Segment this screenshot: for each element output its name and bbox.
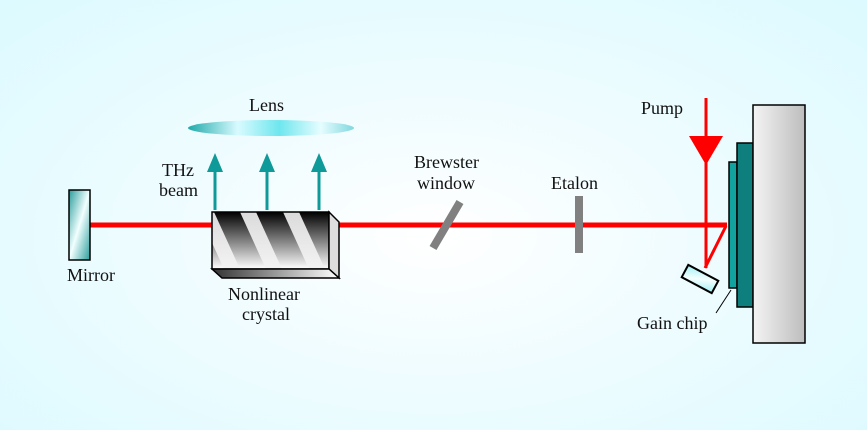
thz-label-line2: beam bbox=[159, 180, 198, 200]
mirror-label: Mirror bbox=[67, 265, 115, 285]
gain-chip-leader bbox=[715, 289, 732, 314]
thz-beam-arrows bbox=[207, 153, 327, 210]
thz-arrowhead-3-icon bbox=[311, 153, 327, 172]
thz-label-line1: THz bbox=[162, 160, 194, 180]
lens-label: Lens bbox=[249, 95, 284, 115]
brewster-label-line1: Brewster bbox=[414, 152, 479, 172]
mirror bbox=[68, 189, 91, 261]
pump-label: Pump bbox=[641, 98, 684, 118]
thz-arrowhead-1-icon bbox=[207, 153, 223, 172]
brewster-window bbox=[429, 199, 464, 251]
etalon-label: Etalon bbox=[551, 173, 598, 193]
lens bbox=[188, 120, 354, 136]
reflected-beam bbox=[703, 225, 728, 269]
gain-chip-label: Gain chip bbox=[637, 313, 708, 333]
thz-arrowhead-2-icon bbox=[259, 153, 275, 172]
mount bbox=[752, 104, 806, 344]
output-coupler-plate bbox=[680, 263, 720, 295]
crystal-label-line1: Nonlinear bbox=[228, 284, 300, 304]
pump-arrow-icon bbox=[689, 136, 723, 165]
etalon bbox=[575, 196, 583, 253]
gain-chip bbox=[728, 161, 738, 289]
brewster-label-line2: window bbox=[417, 173, 475, 193]
nonlinear-crystal bbox=[210, 210, 341, 280]
heatsink bbox=[736, 142, 754, 308]
crystal-label-line2: crystal bbox=[242, 304, 290, 324]
